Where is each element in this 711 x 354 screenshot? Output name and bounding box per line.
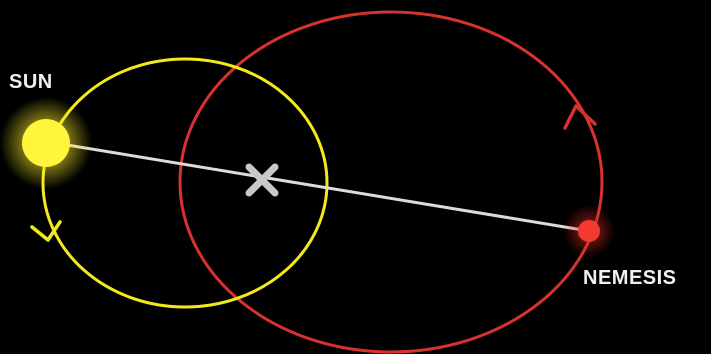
sun-label: SUN: [9, 72, 53, 92]
nemesis-body: [563, 205, 615, 257]
nemesis-label: NEMESIS: [583, 268, 677, 288]
sun-body: [0, 97, 92, 189]
